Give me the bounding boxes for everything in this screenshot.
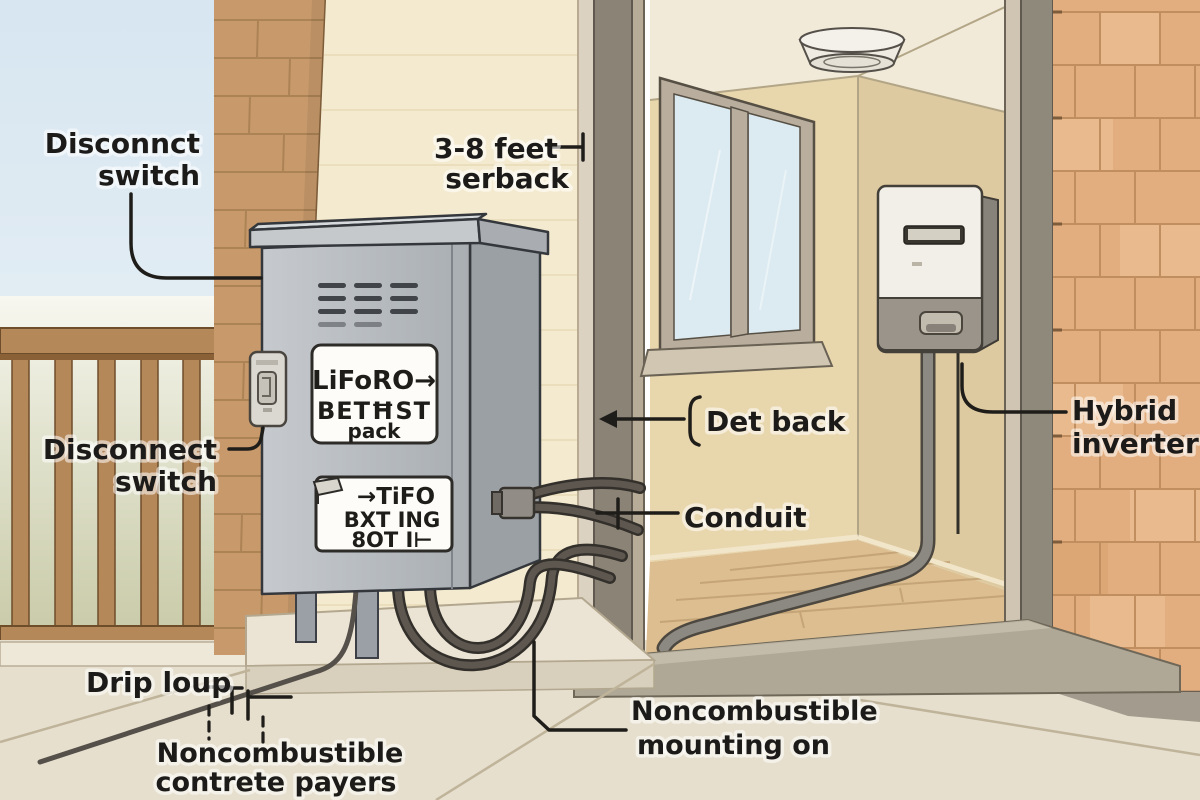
label-conduit: Conduit — [684, 501, 807, 534]
battery-pack-label-line3: pack — [348, 419, 402, 443]
battery-pack-label: LiFoRO→ BETĦST pack — [310, 343, 439, 445]
battery-pack-label-line2: BETĦST — [317, 397, 431, 425]
ground-cable — [37, 587, 359, 765]
label-concrete-pavers-line1: Noncombustible — [157, 738, 404, 769]
leader-disconnect-top — [129, 192, 263, 280]
label-drip-loop: Drip loup — [86, 666, 231, 699]
label-hybrid-inverter-line1: Hybrid — [1072, 394, 1177, 427]
annotation-labels: Disconnct switch 3-8 feet serback Discon… — [39, 124, 1200, 800]
disconnect-switch-device — [248, 350, 288, 428]
label-corner-doodle — [312, 476, 344, 497]
label-setback-line1: 3-8 feet — [434, 132, 558, 165]
drip-loop-cables — [37, 543, 628, 765]
smoke-detector — [798, 27, 906, 73]
door-frame-right — [1004, 0, 1054, 655]
window — [639, 76, 834, 378]
battery-rating-label: →TiFO BXT ING 8OT I⊢ — [312, 475, 454, 553]
brick-wall — [1053, 0, 1200, 722]
label-disconnect-switch-top-line2: switch — [98, 159, 200, 192]
arrowhead-left — [599, 410, 617, 428]
ground-joint-lines — [0, 662, 1200, 800]
door-threshold — [573, 618, 1181, 699]
cabinet-cap-side — [476, 217, 550, 256]
window-pane-right — [747, 112, 801, 335]
label-mounting-line1: Noncombustible — [631, 696, 878, 727]
label-hybrid-inverter-line2: inverter — [1072, 427, 1199, 460]
label-concrete-pavers-line2: contrete payers — [156, 767, 397, 798]
window-sill — [639, 340, 834, 378]
conduit-fitting — [498, 486, 536, 520]
label-disconnect-switch-left-line1: Disconnect — [43, 433, 217, 466]
label-disconnect-switch-left-line2: switch — [115, 465, 217, 498]
cabinet-leg — [355, 583, 379, 659]
battery-cabinet: LiFoRO→ BETĦST pack →TiFO BXT ING 8OT I⊢ — [37, 212, 646, 765]
battery-pack-label-line1: LiFoRO→ — [312, 366, 436, 396]
concrete-step — [0, 641, 251, 667]
window-pane-left — [673, 93, 732, 341]
cabinet-vents — [318, 283, 418, 327]
drip-loop-dimension-marks — [203, 685, 293, 750]
battery-rating-label-line3: 8OT I⊢ — [351, 528, 432, 552]
leader-disconnect-left — [227, 426, 265, 451]
leader-mounting — [532, 640, 628, 732]
conduit-cables — [491, 477, 646, 536]
battery-rating-label-line2: BXT ING — [344, 508, 440, 532]
leader-hybrid-inverter — [960, 362, 1068, 414]
label-mounting-line2: mounting on — [637, 730, 830, 761]
interior-room — [639, 0, 1021, 656]
label-setback-line2: serback — [445, 162, 570, 195]
leader-lines — [129, 132, 1068, 750]
label-det-back: Det back — [706, 405, 847, 438]
bracket-mark — [688, 395, 702, 447]
window-mullion — [730, 105, 749, 338]
hybrid-inverter-unit — [656, 184, 999, 656]
cabinet-side — [468, 238, 542, 590]
battery-rating-label-line1: →TiFO — [357, 484, 435, 510]
label-disconnect-switch-top-line1: Disconnct — [45, 127, 200, 160]
